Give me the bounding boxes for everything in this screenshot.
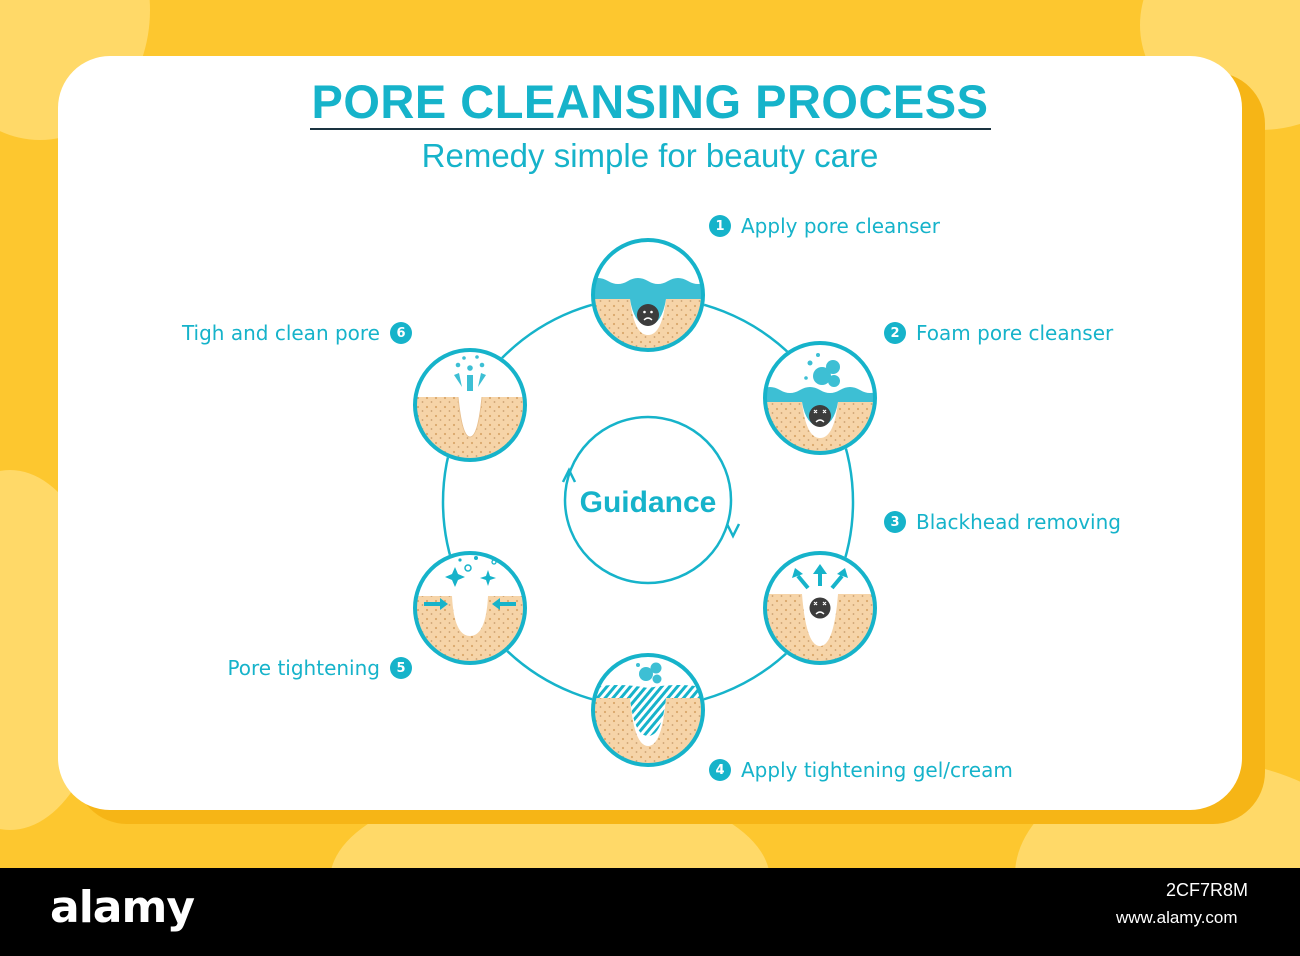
step-5-label: Pore tightening 5 — [227, 655, 412, 681]
image-id: 2CF7R8M — [1166, 880, 1249, 900]
step-3-text: Blackhead removing — [916, 510, 1121, 534]
pore-tightening-icon — [413, 551, 527, 665]
title-underline — [310, 128, 991, 130]
step-3-number: 3 — [884, 511, 906, 533]
arrow-up-icon — [561, 467, 577, 483]
arrow-down-icon — [725, 523, 741, 539]
alamy-logo: alamy — [50, 882, 195, 933]
footer-url: www.alamy.com — [1116, 908, 1238, 927]
step-4-number: 4 — [709, 759, 731, 781]
step-4-text: Apply tightening gel/cream — [741, 758, 1013, 782]
step-4-label: 4 Apply tightening gel/cream — [709, 757, 1013, 783]
guidance-label: Guidance — [579, 486, 717, 519]
step-6-text: Tigh and clean pore — [181, 321, 380, 345]
step-6-label: Tigh and clean pore 6 — [182, 320, 412, 346]
watermark-footer — [0, 868, 1300, 956]
tightening-gel-icon — [591, 653, 705, 767]
blackhead-removal-icon — [763, 551, 877, 665]
step-1-text: Apply pore cleanser — [741, 214, 940, 238]
step-1-label: 1 Apply pore cleanser — [709, 213, 940, 239]
step-6-number: 6 — [390, 322, 412, 344]
cleanser-on-pore-icon — [591, 238, 705, 352]
step-2-label: 2 Foam pore cleanser — [884, 320, 1113, 346]
step-2-text: Foam pore cleanser — [916, 321, 1114, 345]
step-2-number: 2 — [884, 322, 906, 344]
cycle-diagram — [413, 238, 877, 767]
foam-cleanser-icon — [763, 341, 877, 455]
step-5-text: Pore tightening — [227, 656, 380, 680]
clean-pore-icon — [413, 348, 527, 462]
step-1-number: 1 — [709, 215, 731, 237]
page-subtitle: Remedy simple for beauty care — [421, 137, 879, 174]
page-title: PORE CLEANSING PROCESS — [311, 75, 989, 128]
step-5-number: 5 — [390, 657, 412, 679]
step-3-label: 3 Blackhead removing — [884, 509, 1121, 535]
guidance-circle — [563, 415, 733, 585]
